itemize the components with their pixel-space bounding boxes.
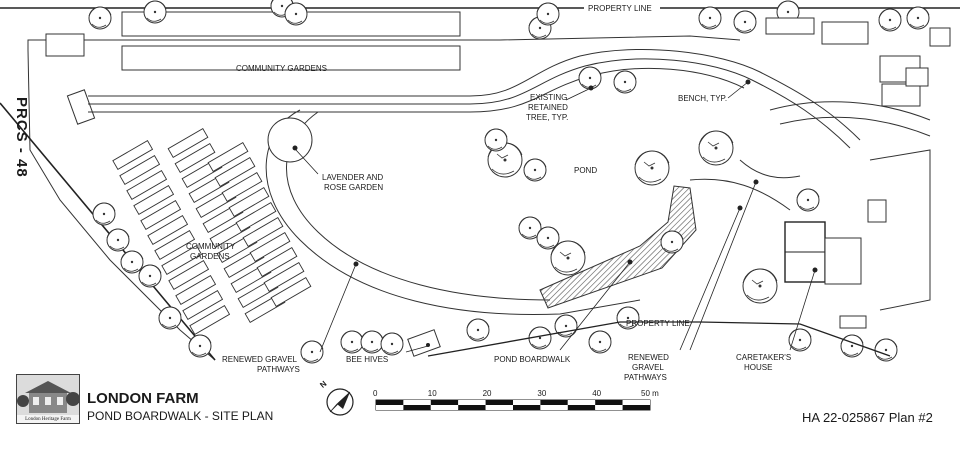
garden-bed — [161, 245, 203, 275]
scale-cell — [513, 405, 541, 410]
scale-tick-label: 20 — [483, 389, 492, 398]
garden-bed — [249, 232, 291, 262]
garden-bed — [140, 200, 182, 230]
garden-bed — [221, 172, 263, 202]
label-community-gardens-left-2: GARDENS — [190, 252, 230, 261]
community-garden-beds-left — [112, 128, 312, 335]
garden-bed — [263, 262, 305, 292]
label-renewed-gravel-left-2: PATHWAYS — [257, 365, 300, 374]
label-renewed-gravel-right-1: RENEWED — [628, 353, 669, 362]
garden-bed — [242, 217, 284, 247]
scale-tick-label: 30 — [537, 389, 546, 398]
side-label: PRCS - 48 — [13, 96, 30, 178]
lavender-rose-garden — [267, 117, 313, 163]
scale-cell — [485, 400, 513, 405]
garden-bed — [147, 215, 189, 245]
label-lavender-1: LAVENDER AND — [322, 173, 383, 182]
scale-cell — [403, 400, 431, 405]
scale-bar: 0 10 20 30 40 50 m — [373, 389, 659, 411]
garden-bed — [189, 305, 231, 335]
scale-cell — [567, 400, 596, 405]
scale-cell — [430, 400, 459, 405]
garden-bed — [175, 275, 217, 305]
garden-bed — [167, 128, 209, 158]
garden-bed — [235, 202, 277, 232]
label-property-line-mid: PROPERTY LINE — [626, 319, 690, 328]
scale-cell — [376, 400, 404, 405]
north-arrow: N — [318, 379, 354, 416]
buildings — [765, 17, 951, 107]
site-boundary — [27, 35, 741, 361]
label-property-line-top: PROPERTY LINE — [588, 4, 652, 13]
scale-cell — [595, 400, 623, 405]
plan-number: HA 22-025867 Plan #2 — [802, 410, 933, 425]
scale-cell — [622, 400, 650, 405]
garden-bed — [214, 157, 256, 187]
callout-lines — [295, 81, 816, 353]
label-caretaker-1: CARETAKER'S — [736, 353, 791, 362]
scale-cell — [595, 405, 623, 410]
garden-bed — [154, 230, 196, 260]
property-line-mid — [427, 321, 891, 357]
scale-cell — [540, 400, 568, 405]
scale-cell — [540, 405, 568, 410]
farm-subtitle: POND BOARDWALK - SITE PLAN — [87, 409, 274, 423]
garden-bed — [126, 170, 168, 200]
label-existing-tree-1: EXISTING — [530, 93, 567, 102]
scale-tick-label: 40 — [592, 389, 601, 398]
bee-hives — [407, 329, 441, 357]
label-renewed-gravel-left-1: RENEWED GRAVEL — [222, 355, 298, 364]
logo-caption: London Heritage Farm — [25, 417, 71, 422]
north-letter: N — [318, 379, 328, 390]
scale-cell — [458, 405, 486, 410]
garden-bed — [182, 290, 224, 320]
scale-cell — [622, 405, 650, 410]
garden-bed — [207, 142, 249, 172]
scale-tick-label: 0 — [373, 389, 378, 398]
label-pond: POND — [574, 166, 597, 175]
label-renewed-gravel-right-3: PATHWAYS — [624, 373, 667, 382]
label-community-gardens-left-1: COMMUNITY — [186, 242, 236, 251]
label-renewed-gravel-right-2: GRAVEL — [632, 363, 664, 372]
garden-bed — [119, 155, 161, 185]
callout-dots — [353, 79, 759, 267]
scale-cell — [567, 405, 596, 410]
caretakers-house — [784, 149, 931, 329]
label-lavender-2: ROSE GARDEN — [324, 183, 383, 192]
scale-cell — [376, 405, 404, 410]
garden-bed — [168, 260, 210, 290]
farm-title: LONDON FARM — [87, 390, 199, 407]
scale-cell — [430, 405, 459, 410]
label-bee-hives: BEE HIVES — [346, 355, 388, 364]
label-community-gardens-top: COMMUNITY GARDENS — [236, 64, 327, 73]
garden-bed — [174, 143, 216, 173]
label-existing-tree-3: TREE, TYP. — [526, 113, 568, 122]
garden-bed — [270, 277, 312, 307]
garden-bed — [228, 187, 270, 217]
scale-cell — [485, 405, 513, 410]
label-existing-tree-2: RETAINED — [528, 103, 568, 112]
scale-cell — [458, 400, 486, 405]
garden-bed — [133, 185, 175, 215]
scale-cell — [513, 400, 541, 405]
label-bench: BENCH, TYP. — [678, 94, 727, 103]
garden-bed — [112, 140, 154, 170]
scale-tick-label: 50 m — [641, 389, 659, 398]
heritage-logo: London Heritage Farm — [16, 374, 80, 424]
label-caretaker-2: HOUSE — [744, 363, 772, 372]
scale-tick-label: 10 — [428, 389, 437, 398]
pond-boardwalk — [539, 185, 697, 309]
garden-bed — [256, 247, 298, 277]
scale-cell — [403, 405, 431, 410]
label-pond-boardwalk: POND BOARDWALK — [494, 355, 571, 364]
